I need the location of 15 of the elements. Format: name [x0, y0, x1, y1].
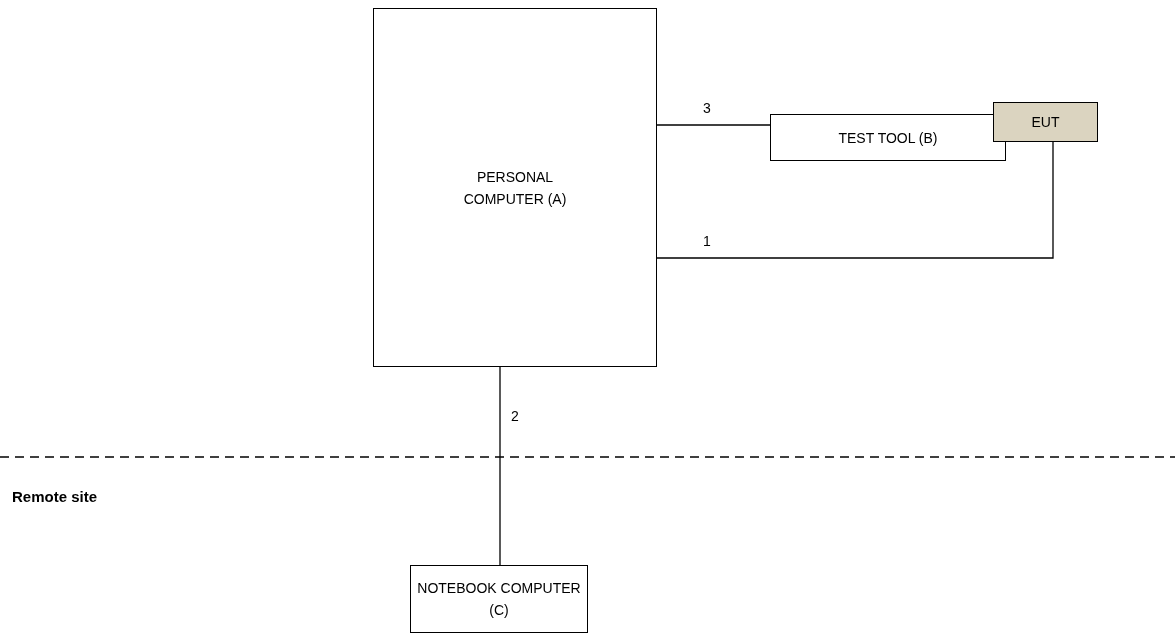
edge-label: 3	[703, 100, 711, 116]
connector-line	[499, 366, 501, 566]
equipment-box	[993, 102, 1098, 142]
node-text: TEST TOOL (B)	[838, 128, 938, 148]
edge-label: 1	[703, 233, 711, 249]
device-box	[373, 8, 657, 367]
connector-line	[656, 141, 1054, 259]
device-box	[410, 565, 588, 633]
node-text: PERSONAL COMPUTER (A)	[462, 167, 568, 209]
node-text: NOTEBOOK COMPUTER (C)	[416, 579, 582, 620]
node-text: EUT	[1031, 113, 1060, 132]
device-box	[770, 114, 1006, 161]
edge-label: 2	[511, 408, 519, 424]
area-label: Remote site	[12, 488, 98, 505]
connector-line	[656, 124, 771, 126]
